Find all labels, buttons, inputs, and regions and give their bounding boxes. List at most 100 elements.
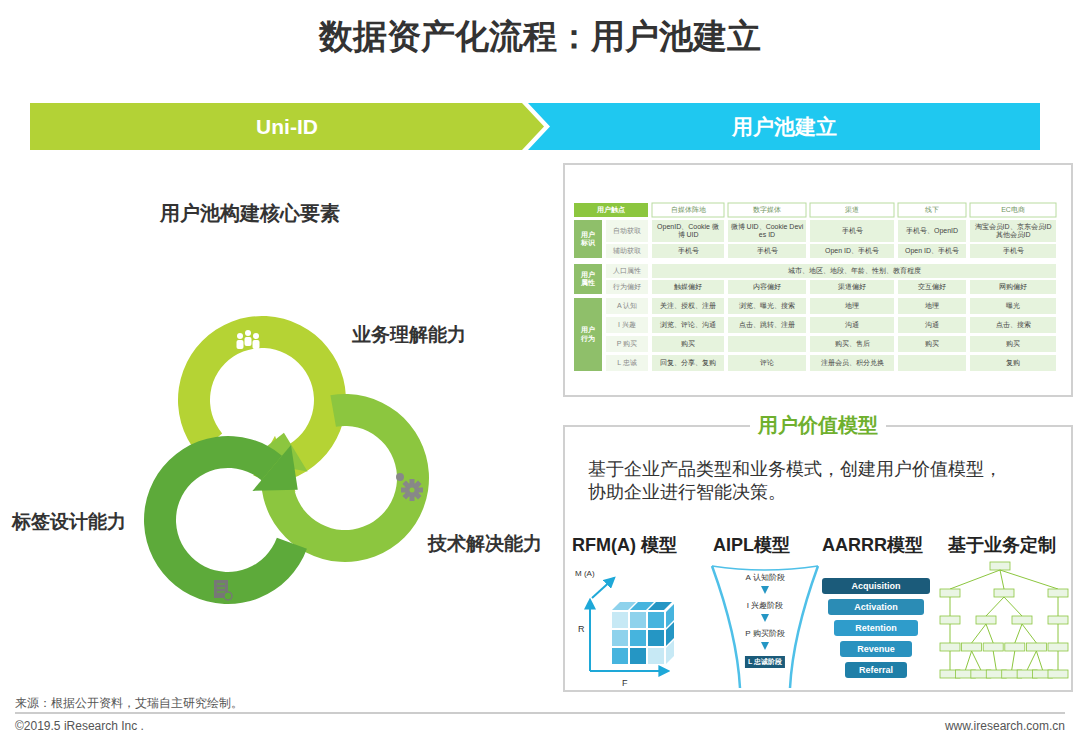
table-cell: 评论 bbox=[728, 355, 806, 371]
table-cell-bg bbox=[898, 280, 966, 294]
model-title: AIPL模型 bbox=[713, 533, 790, 557]
table-cell-bg bbox=[606, 280, 648, 294]
tree-branch bbox=[965, 651, 971, 670]
table-cell: 用户属性 bbox=[574, 264, 602, 294]
table-cell-bg bbox=[652, 264, 1056, 278]
table-cell: 手机号、OpenID bbox=[898, 220, 966, 242]
table-cell-bg bbox=[898, 203, 966, 217]
band-label: Revenue bbox=[857, 644, 895, 654]
table-cell: EC电商 bbox=[970, 203, 1056, 217]
table-cell: 点击、搜索 bbox=[970, 317, 1056, 333]
table-cell: 手机号 bbox=[970, 244, 1056, 258]
tree-box bbox=[1005, 643, 1025, 651]
table-cell-bg bbox=[574, 220, 602, 258]
table-cell: 城市、地区、地段、年龄、性别、教育程度 bbox=[652, 264, 1056, 278]
table-cell: P 购买 bbox=[606, 336, 648, 352]
model-title: RFM(A) 模型 bbox=[572, 533, 677, 557]
funnel-band: Activation bbox=[828, 599, 924, 615]
table-cell: Open ID、手机号 bbox=[898, 244, 966, 258]
cube-cell bbox=[612, 612, 628, 628]
phase-label: 用户池建立 bbox=[732, 113, 837, 141]
icon-head bbox=[253, 333, 259, 339]
table-cell-bg bbox=[898, 355, 966, 371]
table-cell: 浏览、评论、沟通 bbox=[652, 317, 724, 333]
doc-line bbox=[217, 583, 225, 584]
table-cell: 地理 bbox=[810, 298, 894, 314]
table-cell: 淘宝会员ID、京东会员ID 其他会员ID bbox=[970, 220, 1056, 242]
table-cell: 注册会员、积分兑换 bbox=[810, 355, 894, 371]
gear-body bbox=[405, 483, 419, 497]
funnel-band: Acquisition bbox=[822, 578, 930, 594]
model-panel: AcquisitionActivationRetentionRevenueRef… bbox=[563, 425, 1073, 692]
table-cell: 回复、分享、复购 bbox=[652, 355, 724, 371]
table-cell-bg bbox=[810, 355, 894, 371]
tree-box bbox=[976, 616, 996, 624]
cube-top bbox=[648, 602, 672, 610]
table-cell: 用户行为 bbox=[574, 298, 602, 371]
table-cell-bg bbox=[728, 317, 806, 333]
gear-hole bbox=[410, 488, 415, 493]
tree-box bbox=[1048, 589, 1068, 597]
table-cell: 手机号 bbox=[728, 244, 806, 258]
tree-box bbox=[940, 643, 960, 651]
table-cell: 触媒偏好 bbox=[652, 280, 724, 294]
cycle-arrow bbox=[144, 436, 307, 604]
table-cell-bg bbox=[728, 280, 806, 294]
panel-body: 基于企业产品类型和业务模式，创建用户价值模型，协助企业进行智能决策。 bbox=[588, 458, 1013, 505]
table-cell: 购买、售后 bbox=[810, 336, 894, 352]
cube-cell bbox=[630, 648, 646, 664]
table-cell: 用户标识 bbox=[574, 220, 602, 258]
document-icon bbox=[214, 580, 232, 600]
table-cell-bg bbox=[728, 298, 806, 314]
table-cell-bg bbox=[574, 203, 648, 217]
table-cell-bg bbox=[970, 298, 1056, 314]
tree-box bbox=[994, 589, 1014, 597]
table-cell-bg bbox=[606, 298, 648, 314]
tree-branch bbox=[1036, 651, 1042, 670]
tree-branch bbox=[1000, 570, 1004, 589]
tree-box bbox=[1012, 616, 1032, 624]
tree-box bbox=[990, 562, 1010, 570]
table-cell-bg bbox=[970, 355, 1056, 371]
tree-branch bbox=[950, 651, 951, 670]
tree-box bbox=[983, 643, 1003, 651]
table-cell: 微博 UID、Cookie Devies ID bbox=[728, 220, 806, 242]
capability-label: 标签设计能力 bbox=[12, 509, 126, 535]
doc-line bbox=[217, 591, 225, 592]
table-cell: 购买 bbox=[652, 336, 724, 352]
table-cell-bg bbox=[652, 244, 724, 258]
table-cell-bg bbox=[970, 220, 1056, 242]
band-label: Retention bbox=[855, 623, 897, 633]
table-cell: 自媒体阵地 bbox=[652, 203, 724, 217]
phase-chevron: Uni-ID bbox=[30, 103, 544, 150]
table-cell-bg bbox=[606, 264, 648, 278]
tree-branch bbox=[1012, 651, 1015, 670]
table-cell: 自动获取 bbox=[606, 220, 648, 242]
table-cell: 购买 bbox=[898, 336, 966, 352]
table-cell: 人口属性 bbox=[606, 264, 648, 278]
table-cell-bg bbox=[970, 203, 1056, 217]
stage-label: P 购买阶段 bbox=[742, 628, 787, 639]
table-cell-bg bbox=[652, 355, 724, 371]
cycle-arc bbox=[144, 436, 307, 604]
table-cell-bg bbox=[606, 336, 648, 352]
funnel-band: Referral bbox=[845, 662, 907, 678]
stage-arrow bbox=[761, 586, 769, 594]
table-cell-bg bbox=[898, 298, 966, 314]
table-cell: 沟通 bbox=[810, 317, 894, 333]
table-cell-bg bbox=[652, 203, 724, 217]
tree-branch bbox=[1058, 651, 1059, 670]
table-cell-bg bbox=[652, 317, 724, 333]
copyright: ©2019.5 iResearch Inc . bbox=[15, 719, 144, 733]
icon-body bbox=[253, 340, 260, 349]
tree-branch bbox=[986, 597, 1004, 616]
table-cell: 点击、跳转、注册 bbox=[728, 317, 806, 333]
tree-box bbox=[940, 589, 960, 597]
table-cell: 关注、授权、注册 bbox=[652, 298, 724, 314]
table-cell: 浏览、曝光、搜索 bbox=[728, 298, 806, 314]
cube-side bbox=[666, 640, 674, 664]
cube-cell bbox=[630, 630, 646, 646]
phase-chevron: 用户池建立 bbox=[528, 103, 1040, 150]
